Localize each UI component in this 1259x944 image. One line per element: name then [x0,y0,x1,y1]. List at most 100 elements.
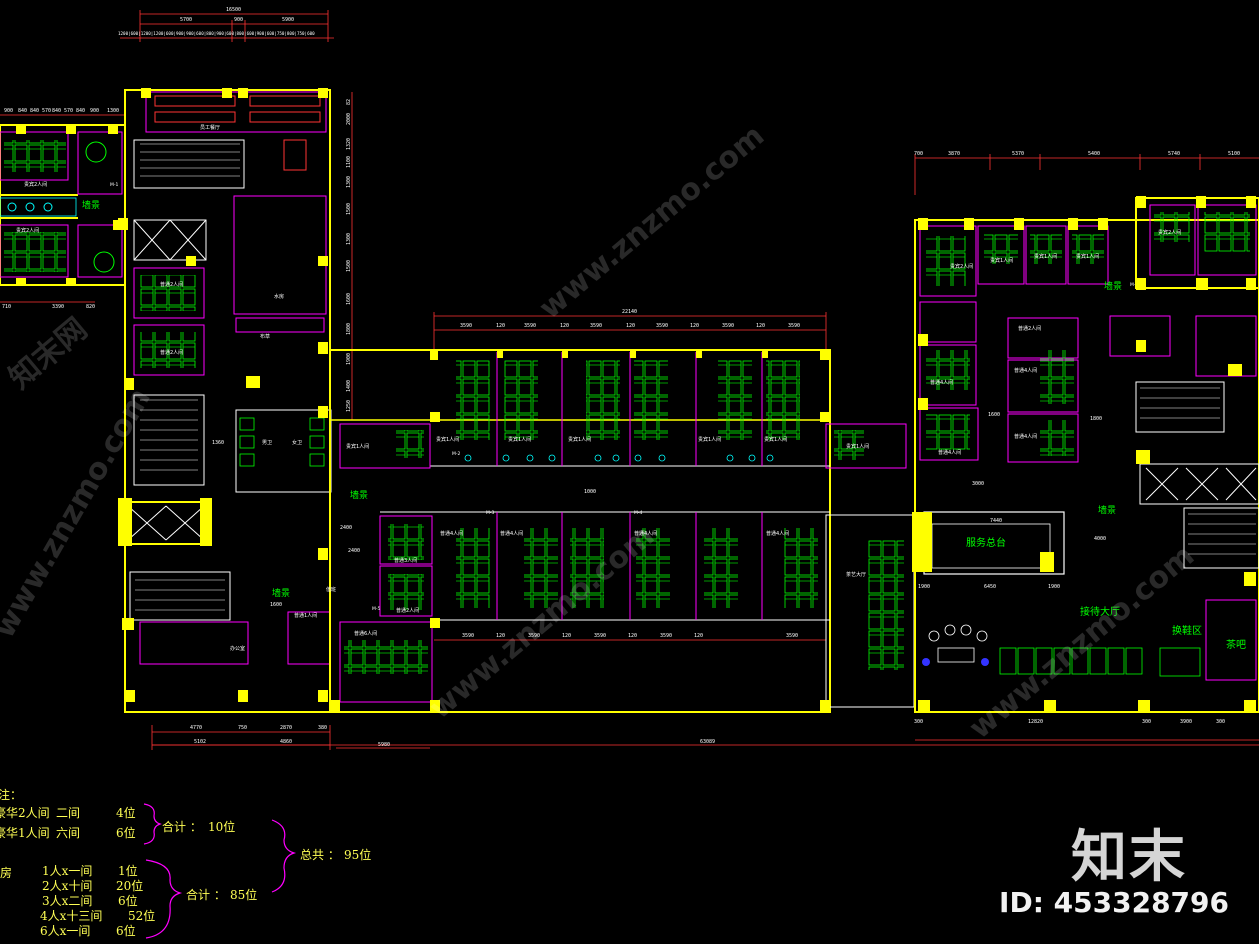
dim-v-9: 1600 [346,293,352,305]
label-four-room-c: 普通4人间 [634,530,657,537]
left-tower-columns [118,88,328,702]
label-tea-bar: 茶吧 [1226,638,1246,651]
dim-midb-7: 3590 [660,633,672,639]
label-four-room-g: 普通4人间 [1014,367,1037,374]
label-vip2-right: 贵宾2人间 [1158,229,1181,236]
dim-v-6: 1500 [346,203,352,215]
brace-vip [143,803,162,845]
dim-misc-13: 3000 [972,481,984,487]
label-two-room-a: 普通2人间 [160,281,183,288]
door-codes: M-1 M-2 M-3 M-4 M-5 M-6 [110,182,1139,612]
dim-rt-4: 5400 [1088,151,1100,157]
dim-bot-a3: 2870 [280,725,292,731]
door-code-3: M-3 [486,510,495,516]
dim-bot-c: 5980 [378,742,390,748]
dim-left-3: 840 [30,108,39,114]
right-top-dimension-chain [914,154,1259,195]
label-vip1-d: 贵宾1人间 [568,436,591,443]
note-vip2-seats: 4位 [116,806,136,820]
note-r6-seats: 6位 [116,924,136,938]
middle-wing [329,349,915,713]
dim-midb-3: 3590 [528,633,540,639]
dim-left-4: 570 [42,108,51,114]
note-r1: 1人x一间 [42,864,93,878]
dim-mid-6: 120 [626,323,635,329]
dim-top-part-1: 5700 [180,17,192,23]
dim-misc-5: 2400 [348,548,360,554]
note-vip2: 豪华2人间 [0,806,50,820]
dim-misc-3: 1800 [1090,416,1102,422]
dim-misc-8: 1900 [918,584,930,590]
dim-mid-10: 120 [756,323,765,329]
label-vip1-c: 贵宾1人间 [508,436,531,443]
dim-left-b2: 3390 [52,304,64,310]
dim-misc-10: 1600 [270,602,282,608]
note-subtotal-a: 10位 [208,820,236,834]
note-rooms-label: 房 [0,866,13,880]
dim-midb-4: 120 [562,633,571,639]
label-two-room-b: 普通2人间 [160,349,183,356]
dim-rt-1: 700 [914,151,923,157]
dim-rb-4: 3900 [1180,719,1192,725]
label-female-wc: 女卫 [292,439,302,446]
note-header: 注： [0,788,23,802]
note-subtotal-a-label: 合计 ： [162,820,202,834]
label-service-desk: 服务总台 [966,536,1006,549]
label-vip2-left-2: 贵宾2人间 [16,227,39,234]
dim-v-11: 1900 [346,353,352,365]
dim-mid-1: 3590 [460,323,472,329]
label-two-room-d: 普通2人间 [1018,325,1041,332]
note-vip2-count: 二间 [56,806,81,820]
label-vip1-j: 贵宾1人间 [1076,253,1099,260]
dim-bot-a1: 4770 [190,725,202,731]
label-reception-hall: 接待大厅 [1080,605,1120,618]
label-vip1-h: 贵宾1人间 [990,257,1013,264]
dim-v-12: 1400 [346,380,352,392]
note-r3-seats: 6位 [118,894,138,908]
dim-rb-2: 12820 [1028,719,1043,725]
dim-mid-9: 3590 [722,323,734,329]
dim-v-10: 1800 [346,323,352,335]
label-vip1-a: 贵宾1人间 [346,443,369,450]
label-four-room-b: 普通4人间 [500,530,523,537]
dim-rb-5: 300 [1216,719,1225,725]
dim-rb-1: 300 [914,719,923,725]
door-code-2: M-2 [452,451,461,457]
dim-v-5: 1300 [346,176,352,188]
label-four-room-a: 普通4人间 [440,530,463,537]
label-duty: 值班 [326,586,336,593]
label-vip1-f: 贵宾1人间 [764,436,787,443]
dim-midb-8: 120 [694,633,703,639]
label-four-room-f: 普通4人间 [938,449,961,456]
note-r2: 2人x十间 [42,879,93,893]
dim-left-9: 1300 [107,108,119,114]
left-dimension-chain [0,114,125,303]
dim-mid-8: 120 [690,323,699,329]
dim-rb-3: 300 [1142,719,1151,725]
dim-left-1: 900 [4,108,13,114]
note-r1-seats: 1位 [118,864,138,878]
door-code-6: M-6 [1130,282,1139,288]
label-four-room-e: 普通4人间 [930,379,953,386]
label-three-room: 普通3人间 [394,557,417,564]
middle-wing-columns [330,350,830,712]
dim-rt-5: 5740 [1168,151,1180,157]
left-wing [0,124,126,286]
note-braces [143,803,297,939]
dim-rt-6: 5100 [1228,151,1240,157]
label-staff-restaurant: 员工餐厅 [200,124,220,131]
top-dimension-chain [120,10,334,42]
dim-overall: 63089 [700,739,715,745]
note-r2-seats: 20位 [116,879,144,893]
label-one-room-left: 普通1人间 [294,612,317,619]
note-vip1: 豪华1人间 [0,826,50,840]
dim-v-7: 1300 [346,233,352,245]
dim-mid-total: 22140 [622,309,637,315]
dim-top-total: 16500 [226,7,241,13]
vertical-dimension-labels: 82 2000 1320 1100 1300 1500 1300 1500 16… [346,99,352,412]
watermark-diag-1: www.znzmo.com [533,118,771,326]
label-vip1-b: 贵宾1人间 [436,436,459,443]
dim-mid-11: 3590 [788,323,800,329]
dim-mid-7: 3590 [656,323,668,329]
note-total: 95位 [344,848,372,862]
